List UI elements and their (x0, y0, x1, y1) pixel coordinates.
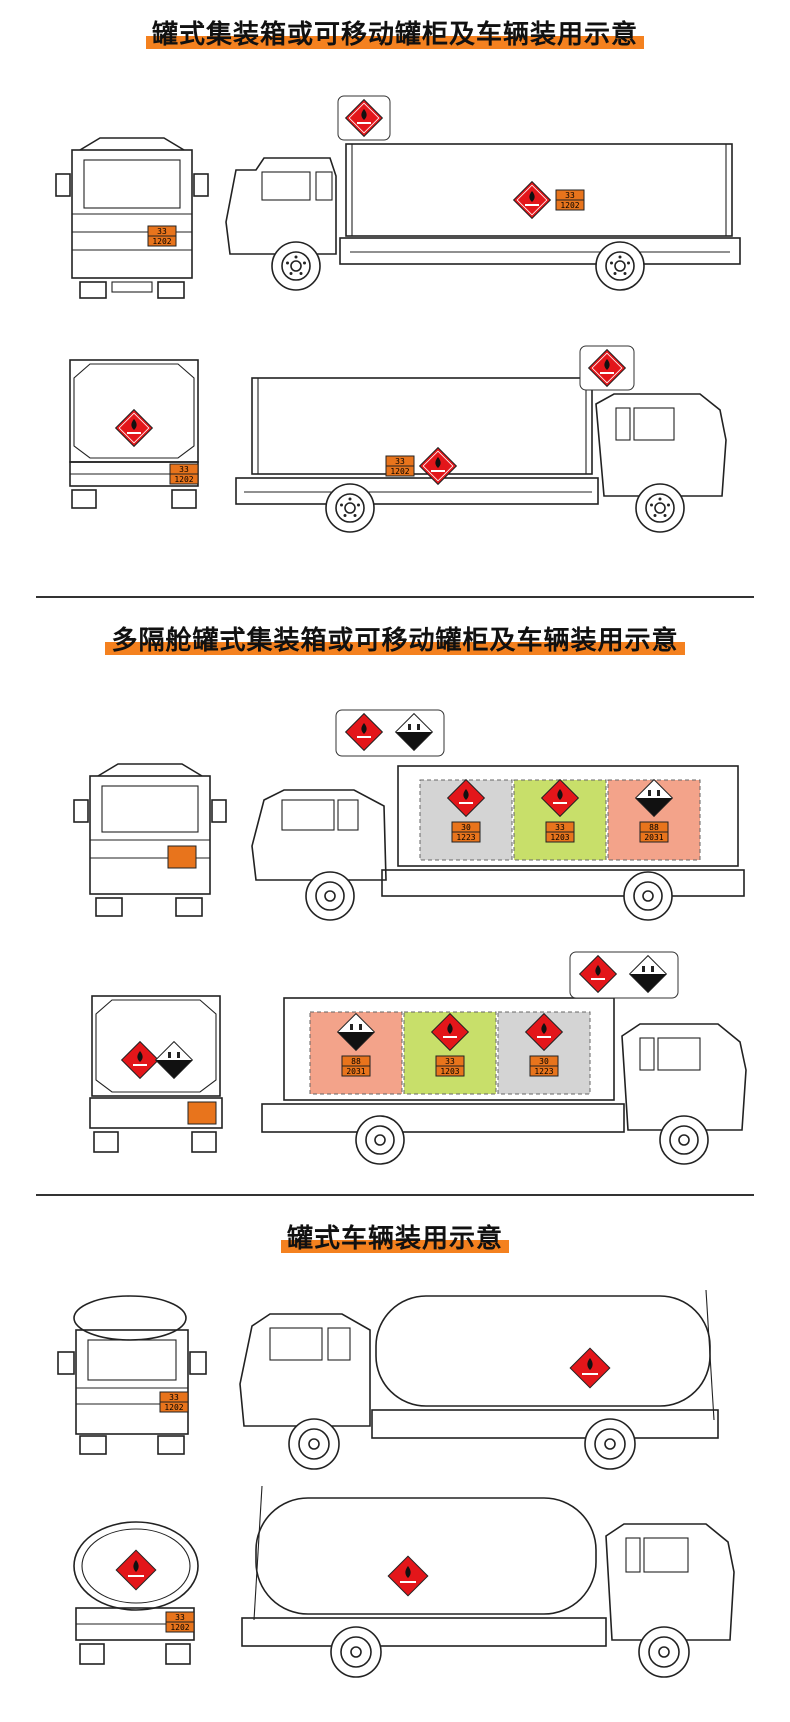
svg-text:1202: 1202 (174, 475, 193, 484)
corrosive-diamond-icon (155, 1041, 193, 1079)
section-1-header: 罐式集装箱或可移动罐柜及车辆装用示意 (0, 14, 790, 51)
svg-text:33: 33 (179, 465, 189, 474)
side-view-truck-3 (251, 765, 745, 921)
flammable-diamond-icon (569, 1347, 611, 1389)
callout-flammable-corrosive (335, 709, 445, 757)
plate-top: 33 (157, 227, 167, 236)
section-3-title: 罐式车辆装用示意 (280, 1218, 509, 1255)
svg-text:88: 88 (649, 823, 659, 832)
svg-text:33: 33 (565, 191, 575, 200)
svg-text:33: 33 (445, 1057, 455, 1066)
section-1-title: 罐式集装箱或可移动罐柜及车辆装用示意 (145, 14, 644, 51)
svg-text:33: 33 (169, 1393, 179, 1402)
svg-text:1223: 1223 (456, 833, 475, 842)
section-2-header: 多隔舱罐式集装箱或可移动罐柜及车辆装用示意 (0, 620, 790, 657)
svg-text:1202: 1202 (170, 1623, 189, 1632)
rear-view-tanker (73, 1521, 199, 1665)
plate-bottom: 1202 (152, 237, 171, 246)
callout-flammable (337, 95, 391, 141)
callout-flammable (579, 345, 635, 391)
section-divider (36, 596, 754, 598)
un-number-plate: 33 1202 (147, 225, 177, 247)
svg-text:30: 30 (539, 1057, 549, 1066)
un-number-plate: 33 1202 (169, 463, 199, 485)
svg-text:33: 33 (175, 1613, 185, 1622)
side-view-truck-2 (235, 377, 727, 533)
svg-text:1203: 1203 (550, 833, 569, 842)
svg-text:1202: 1202 (164, 1403, 183, 1412)
flammable-diamond-icon (121, 1041, 159, 1079)
flammable-diamond-icon (115, 1549, 157, 1591)
un-number-plate: 33 1202 (385, 455, 415, 477)
rear-view-tank-container-2 (89, 995, 223, 1153)
side-view-truck-1 (225, 143, 741, 291)
blank-orange-plate (187, 1101, 217, 1125)
un-number-plate: 33 1203 (545, 821, 575, 843)
side-view-tanker-2 (241, 1485, 735, 1678)
front-view-truck-2 (73, 763, 227, 917)
flammable-diamond-icon (513, 181, 551, 219)
blank-orange-plate (167, 845, 197, 869)
svg-text:2031: 2031 (644, 833, 663, 842)
un-number-plate: 88 2031 (639, 821, 669, 843)
un-number-plate: 33 1202 (159, 1391, 189, 1413)
un-number-plate: 33 1202 (165, 1611, 195, 1633)
flammable-diamond-icon (115, 409, 153, 447)
flammable-diamond-icon (419, 447, 457, 485)
un-number-plate: 30 1223 (451, 821, 481, 843)
flammable-diamond-icon (387, 1555, 429, 1597)
un-number-plate: 33 1202 (555, 189, 585, 211)
front-view-truck-1 (55, 137, 209, 299)
section-3-diagram: 33 1202 33 1202 (57, 1289, 735, 1678)
side-view-tanker-1 (239, 1289, 719, 1470)
un-number-plate: 33 1203 (435, 1055, 465, 1077)
un-number-plate: 88 2031 (341, 1055, 371, 1077)
side-view-truck-4 (261, 997, 747, 1165)
section-divider (36, 1194, 754, 1196)
svg-text:1202: 1202 (560, 201, 579, 210)
svg-text:2031: 2031 (346, 1067, 365, 1076)
un-number-plate: 30 1223 (529, 1055, 559, 1077)
callout-flammable-corrosive (569, 951, 679, 999)
svg-text:33: 33 (395, 457, 405, 466)
front-view-tanker (57, 1295, 207, 1455)
svg-text:1223: 1223 (534, 1067, 553, 1076)
section-2-diagram: 30 1223 33 1203 88 2031 (73, 709, 747, 1165)
svg-text:33: 33 (555, 823, 565, 832)
section-1-diagram: 33 1202 33 1202 33 1202 (55, 95, 741, 533)
svg-text:1202: 1202 (390, 467, 409, 476)
svg-text:1203: 1203 (440, 1067, 459, 1076)
section-2-title: 多隔舱罐式集装箱或可移动罐柜及车辆装用示意 (105, 620, 685, 657)
section-3-header: 罐式车辆装用示意 (0, 1218, 790, 1255)
svg-text:88: 88 (351, 1057, 361, 1066)
svg-text:30: 30 (461, 823, 471, 832)
